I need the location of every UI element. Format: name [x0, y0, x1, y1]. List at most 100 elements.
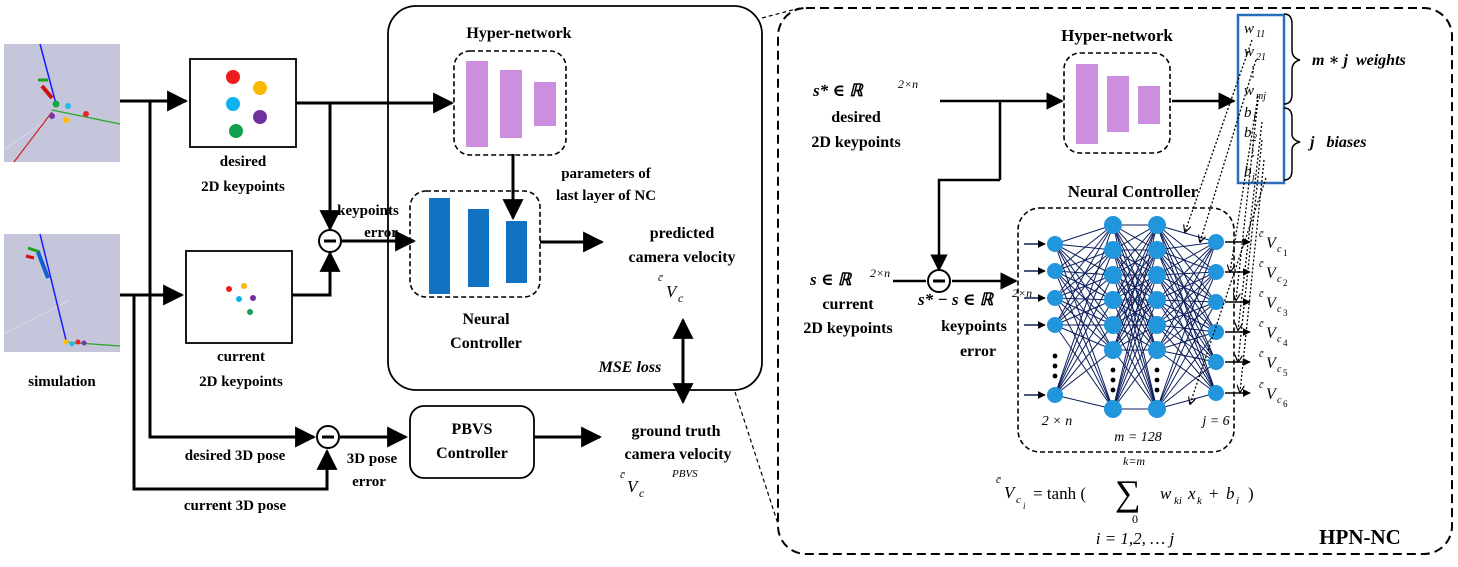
svg-text:2×n: 2×n [870, 266, 890, 280]
current-3d-pose-label: current 3D pose [184, 498, 287, 514]
keypoints-error-label-2: error [364, 225, 398, 241]
svg-text:2: 2 [1283, 278, 1288, 288]
svg-text:c̄: c̄ [996, 474, 1001, 486]
weight-arrow [1236, 99, 1259, 300]
network-edge [1156, 301, 1217, 326]
ellipsis-dot [1110, 377, 1116, 383]
network-nodes [1047, 216, 1224, 418]
left-neural-controller-box [409, 190, 541, 298]
predicted-velocity-symbol: c̄ V c [658, 272, 684, 305]
network-edge [1156, 271, 1217, 410]
network-node [1104, 216, 1122, 234]
network-edge [1054, 297, 1114, 301]
svg-text:c̄: c̄ [1259, 259, 1264, 270]
weight-arrow [1240, 159, 1265, 392]
subtract-node-keypoints [318, 229, 342, 253]
svg-text:5: 5 [1283, 368, 1288, 378]
pbvs-controller-box [409, 405, 535, 479]
left-hypernetwork-box [453, 50, 567, 156]
network-node [1104, 266, 1122, 284]
svg-text:i: i [1023, 501, 1026, 511]
right-hypernetwork-title: Hyper-network [1061, 26, 1173, 45]
svg-text:s* − s ∈ ℝ: s* − s ∈ ℝ [917, 290, 995, 309]
params-label-1: parameters of [561, 166, 652, 182]
svg-text:V: V [627, 477, 640, 496]
network-edge [1054, 274, 1114, 299]
network-edge [1156, 224, 1217, 394]
svg-text:b: b [1244, 164, 1252, 180]
svg-text:= tanh (: = tanh ( [1033, 484, 1086, 503]
svg-text:mj: mj [1256, 91, 1266, 102]
svg-text:c: c [678, 291, 684, 305]
network-edge [1112, 349, 1158, 410]
svg-text:21: 21 [1256, 52, 1266, 63]
network-edge [1054, 243, 1114, 276]
network-edge [1156, 224, 1217, 303]
desired-3d-pose-label: desired 3D pose [185, 448, 286, 464]
network-edge [1156, 241, 1217, 351]
svg-text:+: + [1209, 484, 1219, 503]
network-edge [1156, 241, 1217, 326]
svg-text:V: V [1004, 483, 1017, 502]
network-edge [1156, 241, 1217, 410]
network-edge [1156, 274, 1217, 303]
svg-text:V: V [1266, 355, 1278, 372]
network-edge [1156, 349, 1217, 394]
network-edge [1156, 274, 1217, 333]
network-edge [1054, 249, 1114, 326]
network-edge [1112, 249, 1158, 351]
network-edge [1054, 243, 1114, 326]
gt-velocity-label-1: ground truth [631, 423, 720, 440]
desired-keypoints-box [189, 58, 297, 148]
network-edge [1112, 224, 1158, 276]
network-edge [1156, 299, 1217, 333]
network-edge [1054, 249, 1114, 299]
network-edge [1054, 349, 1114, 396]
svg-text:c: c [1277, 395, 1282, 406]
braces [1283, 13, 1301, 181]
network-edge [1112, 224, 1158, 326]
right-current-label-1: current [822, 296, 874, 313]
current-keypoints-label-1: current [217, 349, 265, 365]
network-node [1104, 341, 1122, 359]
s-math: s ∈ ℝ 2×n [809, 266, 890, 289]
network-edge [1156, 361, 1217, 410]
svg-text:2×n: 2×n [898, 77, 918, 91]
svg-text:c: c [1277, 364, 1282, 375]
weight-arrows [1185, 39, 1267, 404]
network-connections [1024, 224, 1251, 410]
network-edge [1112, 224, 1158, 410]
right-desired-label-1: desired [831, 109, 881, 126]
svg-text:⋮: ⋮ [1246, 65, 1260, 80]
neural-controller-label-1: Neural [462, 311, 510, 328]
svg-text:3: 3 [1283, 308, 1288, 318]
network-edge [1054, 274, 1114, 396]
right-current-label-2: 2D keypoints [803, 320, 892, 337]
svg-text:1: 1 [1283, 248, 1288, 258]
network-edge [1054, 394, 1114, 410]
svg-text:s ∈ ℝ: s ∈ ℝ [809, 270, 853, 289]
network-node [1208, 234, 1224, 250]
neural-controller-label-2: Controller [450, 335, 522, 352]
hidden-layer-label: m = 128 [1114, 430, 1162, 445]
network-node [1047, 236, 1063, 252]
network-edge [1156, 249, 1217, 363]
network-edge [1156, 224, 1217, 273]
network-edge [1156, 271, 1217, 351]
current-keypoints-label-2: 2D keypoints [199, 374, 283, 390]
network-edge [1156, 249, 1217, 394]
subtract-node-right [927, 269, 951, 293]
svg-text:V: V [1266, 295, 1278, 312]
svg-text:c: c [1277, 334, 1282, 345]
network-node [1047, 290, 1063, 306]
svg-text:i: i [1236, 495, 1239, 507]
network-edge [1054, 299, 1114, 396]
diff-math: s* − s ∈ ℝ 2×n [917, 286, 1032, 309]
svg-text:1: 1 [1252, 113, 1257, 124]
network-node [1104, 241, 1122, 259]
subtract-node-pose [316, 425, 340, 449]
network-node [1208, 324, 1224, 340]
network-node [1047, 387, 1063, 403]
